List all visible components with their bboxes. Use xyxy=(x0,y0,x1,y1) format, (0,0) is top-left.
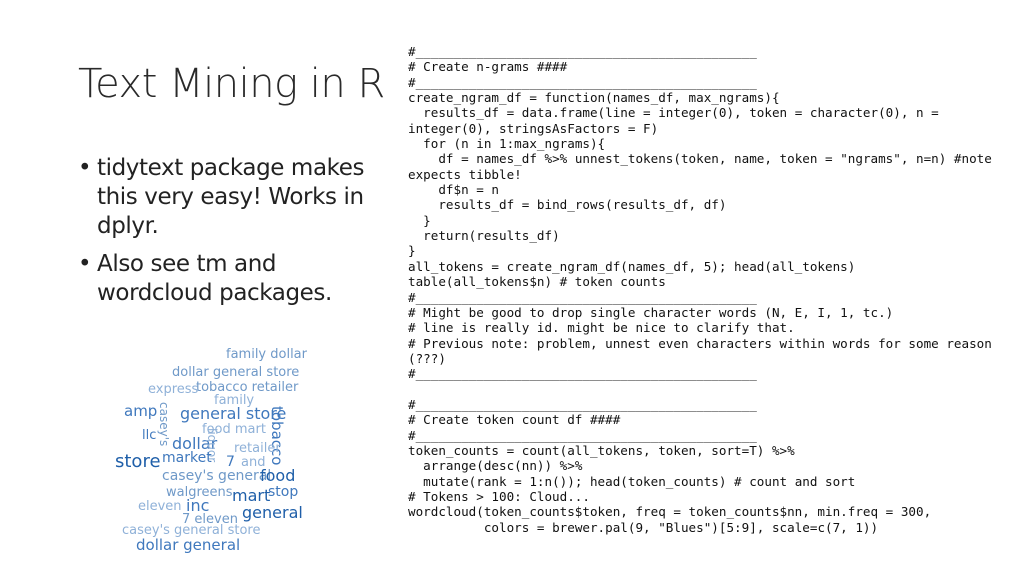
slide-title: Text Mining in R xyxy=(78,61,385,107)
wordcloud-word: general store xyxy=(180,404,287,423)
code-line: #_______________________________________… xyxy=(408,44,757,59)
wordcloud-word: dollar general xyxy=(136,536,241,554)
code-line: token_counts = count(all_tokens, token, … xyxy=(408,442,795,458)
wordcloud-word: eleven xyxy=(138,499,182,514)
wordcloud-word: family dollar xyxy=(226,347,307,362)
wordcloud-word: tobacco xyxy=(268,406,286,466)
code-line: results_df = bind_rows(results_df, df) xyxy=(408,197,727,213)
code-line: arrange(desc(nn)) %>% xyxy=(408,458,583,474)
wordcloud-word: market xyxy=(162,450,212,466)
wordcloud-word: general xyxy=(242,503,303,522)
code-line: # Create n-grams #### xyxy=(408,59,568,75)
wordcloud-word: llc xyxy=(142,428,157,443)
code-line: # Previous note: problem, unnest even ch… xyxy=(408,335,1000,366)
wordcloud-word: food mart xyxy=(202,422,266,437)
code-line: } xyxy=(408,212,431,228)
code-line: #_______________________________________… xyxy=(408,366,757,382)
bullet-dot-icon: • xyxy=(78,155,92,181)
wordcloud-word: food xyxy=(260,466,296,485)
code-line: return(results_df) xyxy=(408,228,560,244)
code-line: } xyxy=(408,243,416,259)
code-line: # Might be good to drop single character… xyxy=(408,304,894,320)
bullet-list: • tidytext package makes this very easy!… xyxy=(78,154,398,317)
code-line: df$n = n xyxy=(408,182,500,198)
wordcloud-word: casey's general xyxy=(162,468,272,484)
code-line: all_tokens = create_ngram_df(names_df, 5… xyxy=(408,258,856,274)
wordcloud-word: retailer xyxy=(234,441,281,456)
bullet-dot-icon: • xyxy=(78,251,92,277)
wordcloud-word: inc xyxy=(186,496,210,515)
code-line: # Tokens > 100: Cloud... xyxy=(408,488,590,504)
code-block: #_______________________________________… xyxy=(408,44,1008,535)
code-line: df = names_df %>% unnest_tokens(token, n… xyxy=(408,151,1000,182)
wordcloud-word: casey's xyxy=(157,402,171,447)
wordcloud-word: casey's general store xyxy=(122,523,261,538)
wordcloud-word: 7 eleven xyxy=(182,512,238,527)
wordcloud-word: and xyxy=(241,455,266,470)
wordcloud-word: walgreens xyxy=(166,485,233,500)
wordcloud-word: amp xyxy=(124,402,158,420)
code-line: create_ngram_df = function(names_df, max… xyxy=(408,90,780,106)
wordcloud-image: family dollar dollar general store express… xyxy=(110,342,320,557)
wordcloud-word: store xyxy=(115,451,161,472)
code-line: #_______________________________________… xyxy=(408,396,757,412)
wordcloud-word: express xyxy=(148,382,199,397)
wordcloud-word: mart xyxy=(232,486,271,505)
bullet-text: Also see tm and wordcloud packages. xyxy=(97,251,332,306)
code-line: # Create token count df #### xyxy=(408,412,621,428)
code-line xyxy=(408,382,1008,397)
wordcloud-word: dollar xyxy=(172,434,218,453)
bullet-item: • tidytext package makes this very easy!… xyxy=(78,154,398,241)
code-line: #_______________________________________… xyxy=(408,427,757,443)
wordcloud-word: dollar general store xyxy=(172,365,300,380)
bullet-item: • Also see tm and wordcloud packages. xyxy=(78,250,398,308)
code-line: colors = brewer.pal(9, "Blues")[5:9], sc… xyxy=(408,519,879,535)
code-line: mutate(rank = 1:n()); head(token_counts)… xyxy=(408,473,856,489)
code-line: #_______________________________________… xyxy=(408,74,757,90)
code-line: # line is really id. might be nice to cl… xyxy=(408,320,795,336)
wordcloud-word: family xyxy=(214,393,255,408)
code-line: #_______________________________________… xyxy=(408,289,757,305)
wordcloud-word: tobacco retailer xyxy=(196,380,299,395)
wordcloud-word: stop xyxy=(268,484,299,500)
wordcloud-word: 7 xyxy=(226,454,235,470)
code-line: wordcloud(token_counts$token, freq = tok… xyxy=(408,504,932,520)
code-line: results_df = data.frame(line = integer(0… xyxy=(408,105,947,136)
code-line: table(all_tokens$n) # token counts xyxy=(408,274,666,290)
code-line: for (n in 1:max_ngrams){ xyxy=(408,136,606,152)
bullet-text: tidytext package makes this very easy! W… xyxy=(97,155,365,239)
